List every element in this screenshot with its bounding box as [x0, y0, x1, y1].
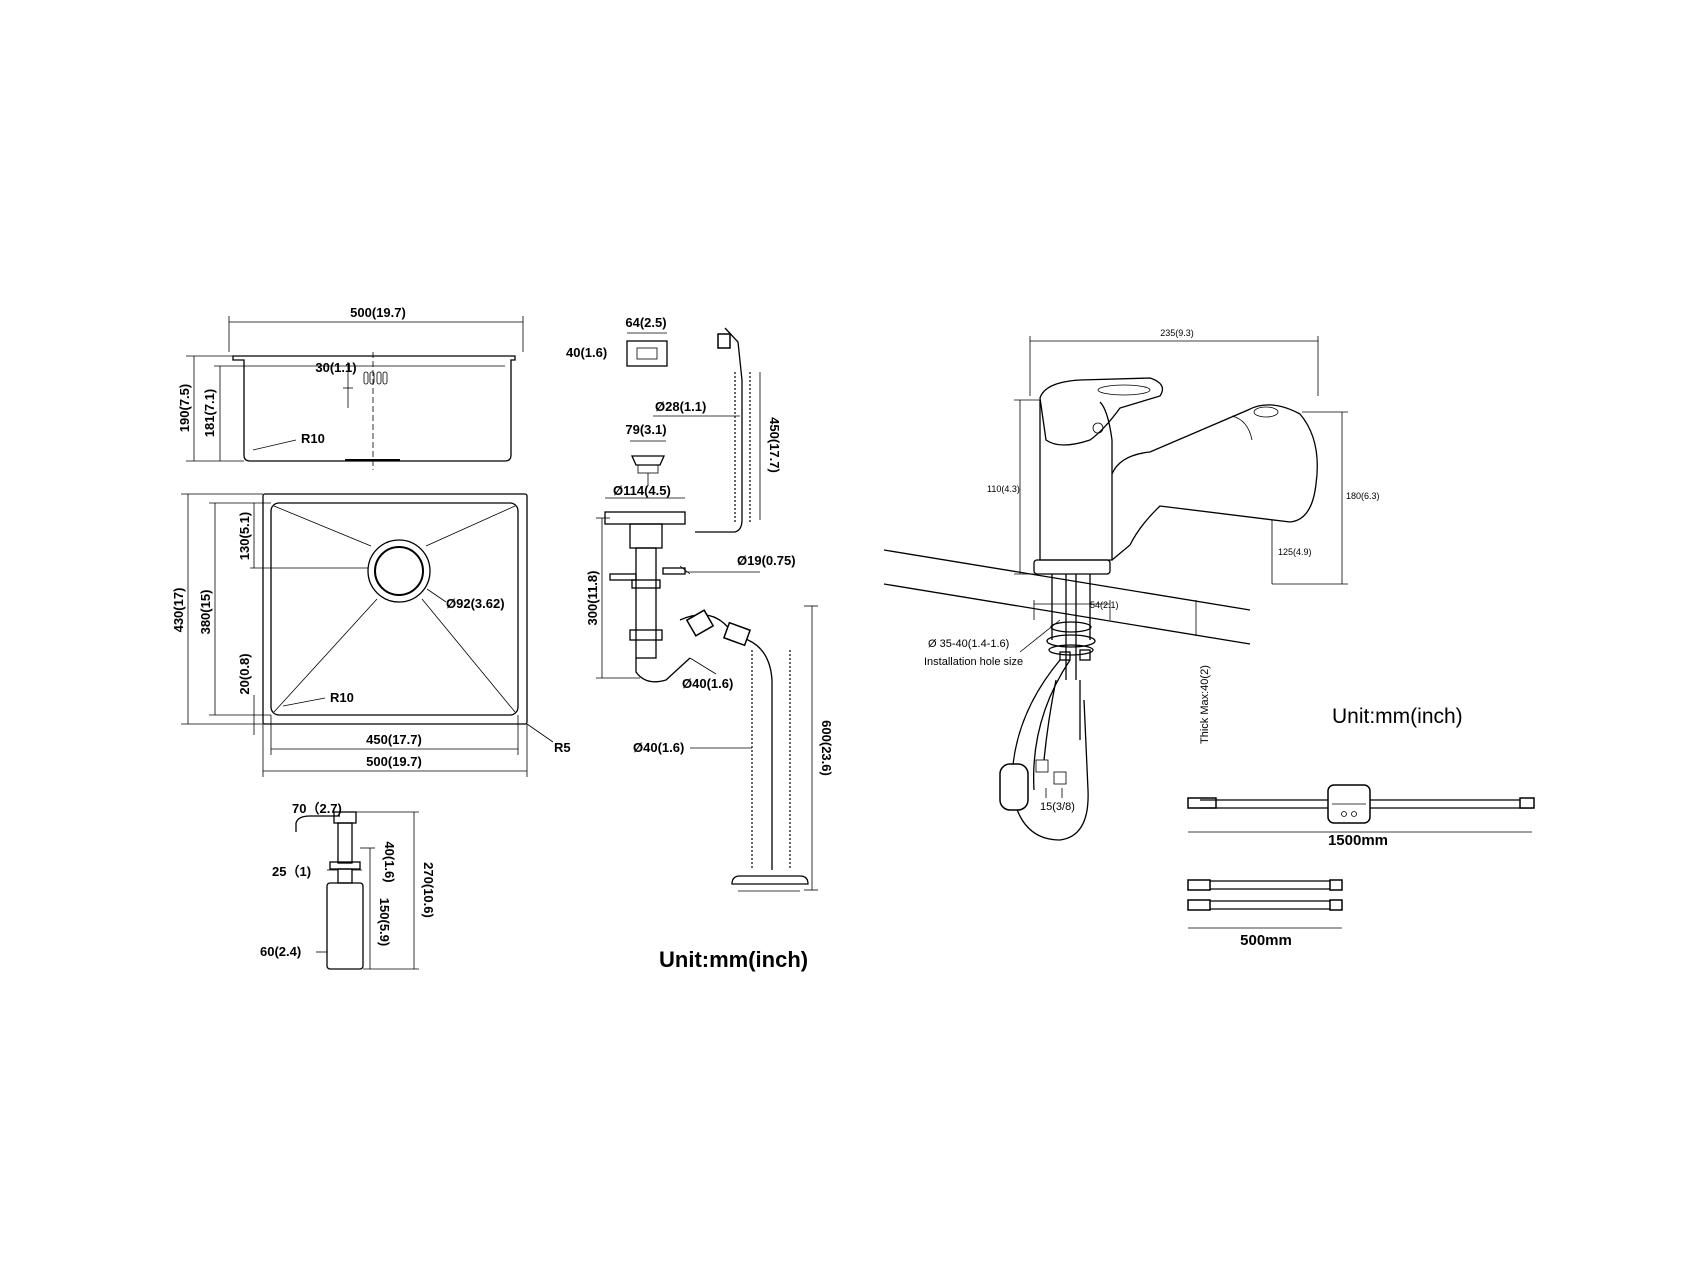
faucet-unit-label: Unit:mm(inch): [1332, 705, 1463, 728]
sink-corner-radius-label: R5: [554, 740, 571, 755]
drain-kit: 64(2.5) 40(1.6) Ø28(1.1) 450(17.7) 79(3.…: [566, 315, 834, 972]
overflow-hose-length-label: 450(17.7): [767, 417, 782, 473]
overflow-height-label: 40(1.6): [566, 345, 607, 360]
sink-outer-depth-label: 190(7.5): [177, 384, 192, 432]
sink-inner-depth-label: 181(7.1): [202, 389, 217, 437]
faucet: 235(9.3) 110(4.3) 180(6.3) 125(4.9) 54(2…: [883, 328, 1463, 841]
drain-hose-diameter-label: Ø40(1.6): [633, 740, 684, 755]
faucet-hole-size-caption: Installation hole size: [924, 656, 1023, 668]
sink-inner-width-label: 450(17.7): [366, 732, 422, 747]
trap-height-label: 300(11.8): [585, 571, 600, 626]
faucet-spout-height-label: 125(4.9): [1278, 547, 1312, 557]
sink-plan-view: 430(17) 380(15) 130(5.1) Ø92(3.62) 20(0.…: [171, 493, 571, 777]
soap-neck-length-label: 40(1.6): [382, 841, 397, 882]
trap-diameter-label: Ø40(1.6): [682, 676, 733, 691]
supply-hoses: 1500mm 500mm: [1187, 784, 1535, 949]
faucet-base-diameter-label: 54(2.1): [1090, 600, 1119, 610]
soap-neck-diameter-label: 25（1): [272, 864, 311, 879]
soap-dispenser: 70（2.7) 40(1.6) 25（1) 150(5.9) 270(10.6)…: [260, 801, 436, 970]
faucet-max-thickness-label: Thick Max:40(2): [1199, 665, 1211, 744]
sink-plan-outer-depth-label: 430(17): [171, 588, 186, 633]
sink-drain-offset-label: 130(5.1): [237, 512, 252, 560]
drain-unit-label: Unit:mm(inch): [659, 947, 808, 972]
sink-top-width-label: 500(19.7): [350, 305, 406, 320]
sink-rim-offset-label: 20(0.8): [237, 653, 252, 694]
faucet-body-height-label: 110(4.3): [987, 484, 1020, 494]
strainer-width-label: 79(3.1): [625, 422, 666, 437]
soap-bottle-length-label: 150(5.9): [377, 898, 392, 946]
faucet-hole-size-label: Ø 35-40(1.4-1.6): [928, 638, 1009, 650]
soap-spout-length-label: 70（2.7): [292, 801, 342, 816]
sink-side-view: 500(19.7) 190(7.5) 181(7.1) 30(1.1) R10: [177, 305, 524, 470]
sink-drain-diameter-label: Ø92(3.62): [446, 596, 505, 611]
sink-plan-radius-label: R10: [330, 690, 354, 705]
faucet-connector-label: 15(3/8): [1040, 801, 1075, 813]
sink-outer-width-label: 500(19.7): [366, 754, 422, 769]
overflow-hose-diameter-label: Ø28(1.1): [655, 399, 706, 414]
drain-hose-length-label: 600(23.6): [819, 720, 834, 776]
sink-step-depth-label: 30(1.1): [315, 360, 356, 375]
side-pipe-diameter-label: Ø19(0.75): [737, 553, 796, 568]
faucet-width-label: 235(9.3): [1160, 328, 1194, 338]
short-hoses-length-label: 500mm: [1240, 932, 1292, 949]
overflow-width-label: 64(2.5): [625, 315, 666, 330]
soap-total-length-label: 270(10.6): [421, 862, 436, 918]
sink-plan-inner-depth-label: 380(15): [198, 590, 213, 635]
long-hose-length-label: 1500mm: [1328, 832, 1388, 849]
sink-side-radius-label: R10: [301, 431, 325, 446]
faucet-total-height-label: 180(6.3): [1346, 491, 1380, 501]
strainer-diameter-label: Ø114(4.5): [613, 483, 671, 498]
soap-bottle-diameter-label: 60(2.4): [260, 944, 301, 959]
